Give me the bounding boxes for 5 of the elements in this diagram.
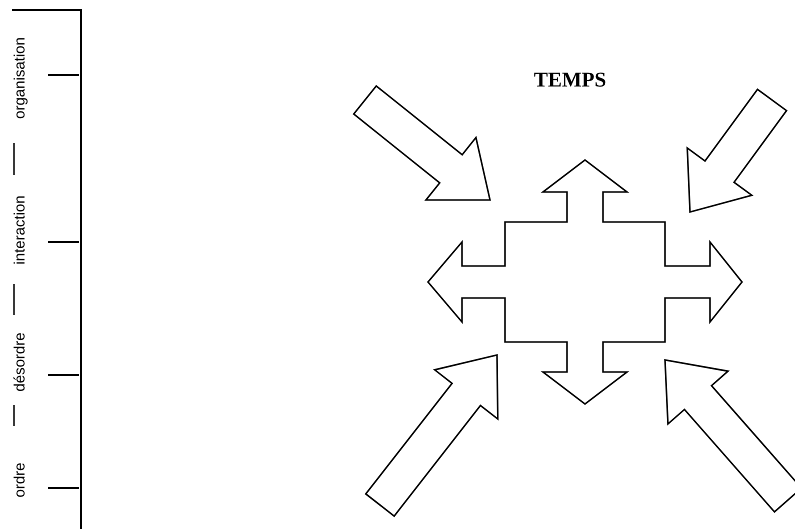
title: TEMPS — [534, 68, 606, 92]
axis-label: désordre — [12, 332, 28, 392]
axis-label: interaction — [12, 195, 28, 265]
axis-label: organisation — [12, 37, 28, 119]
axis-label: ordre — [12, 462, 28, 498]
